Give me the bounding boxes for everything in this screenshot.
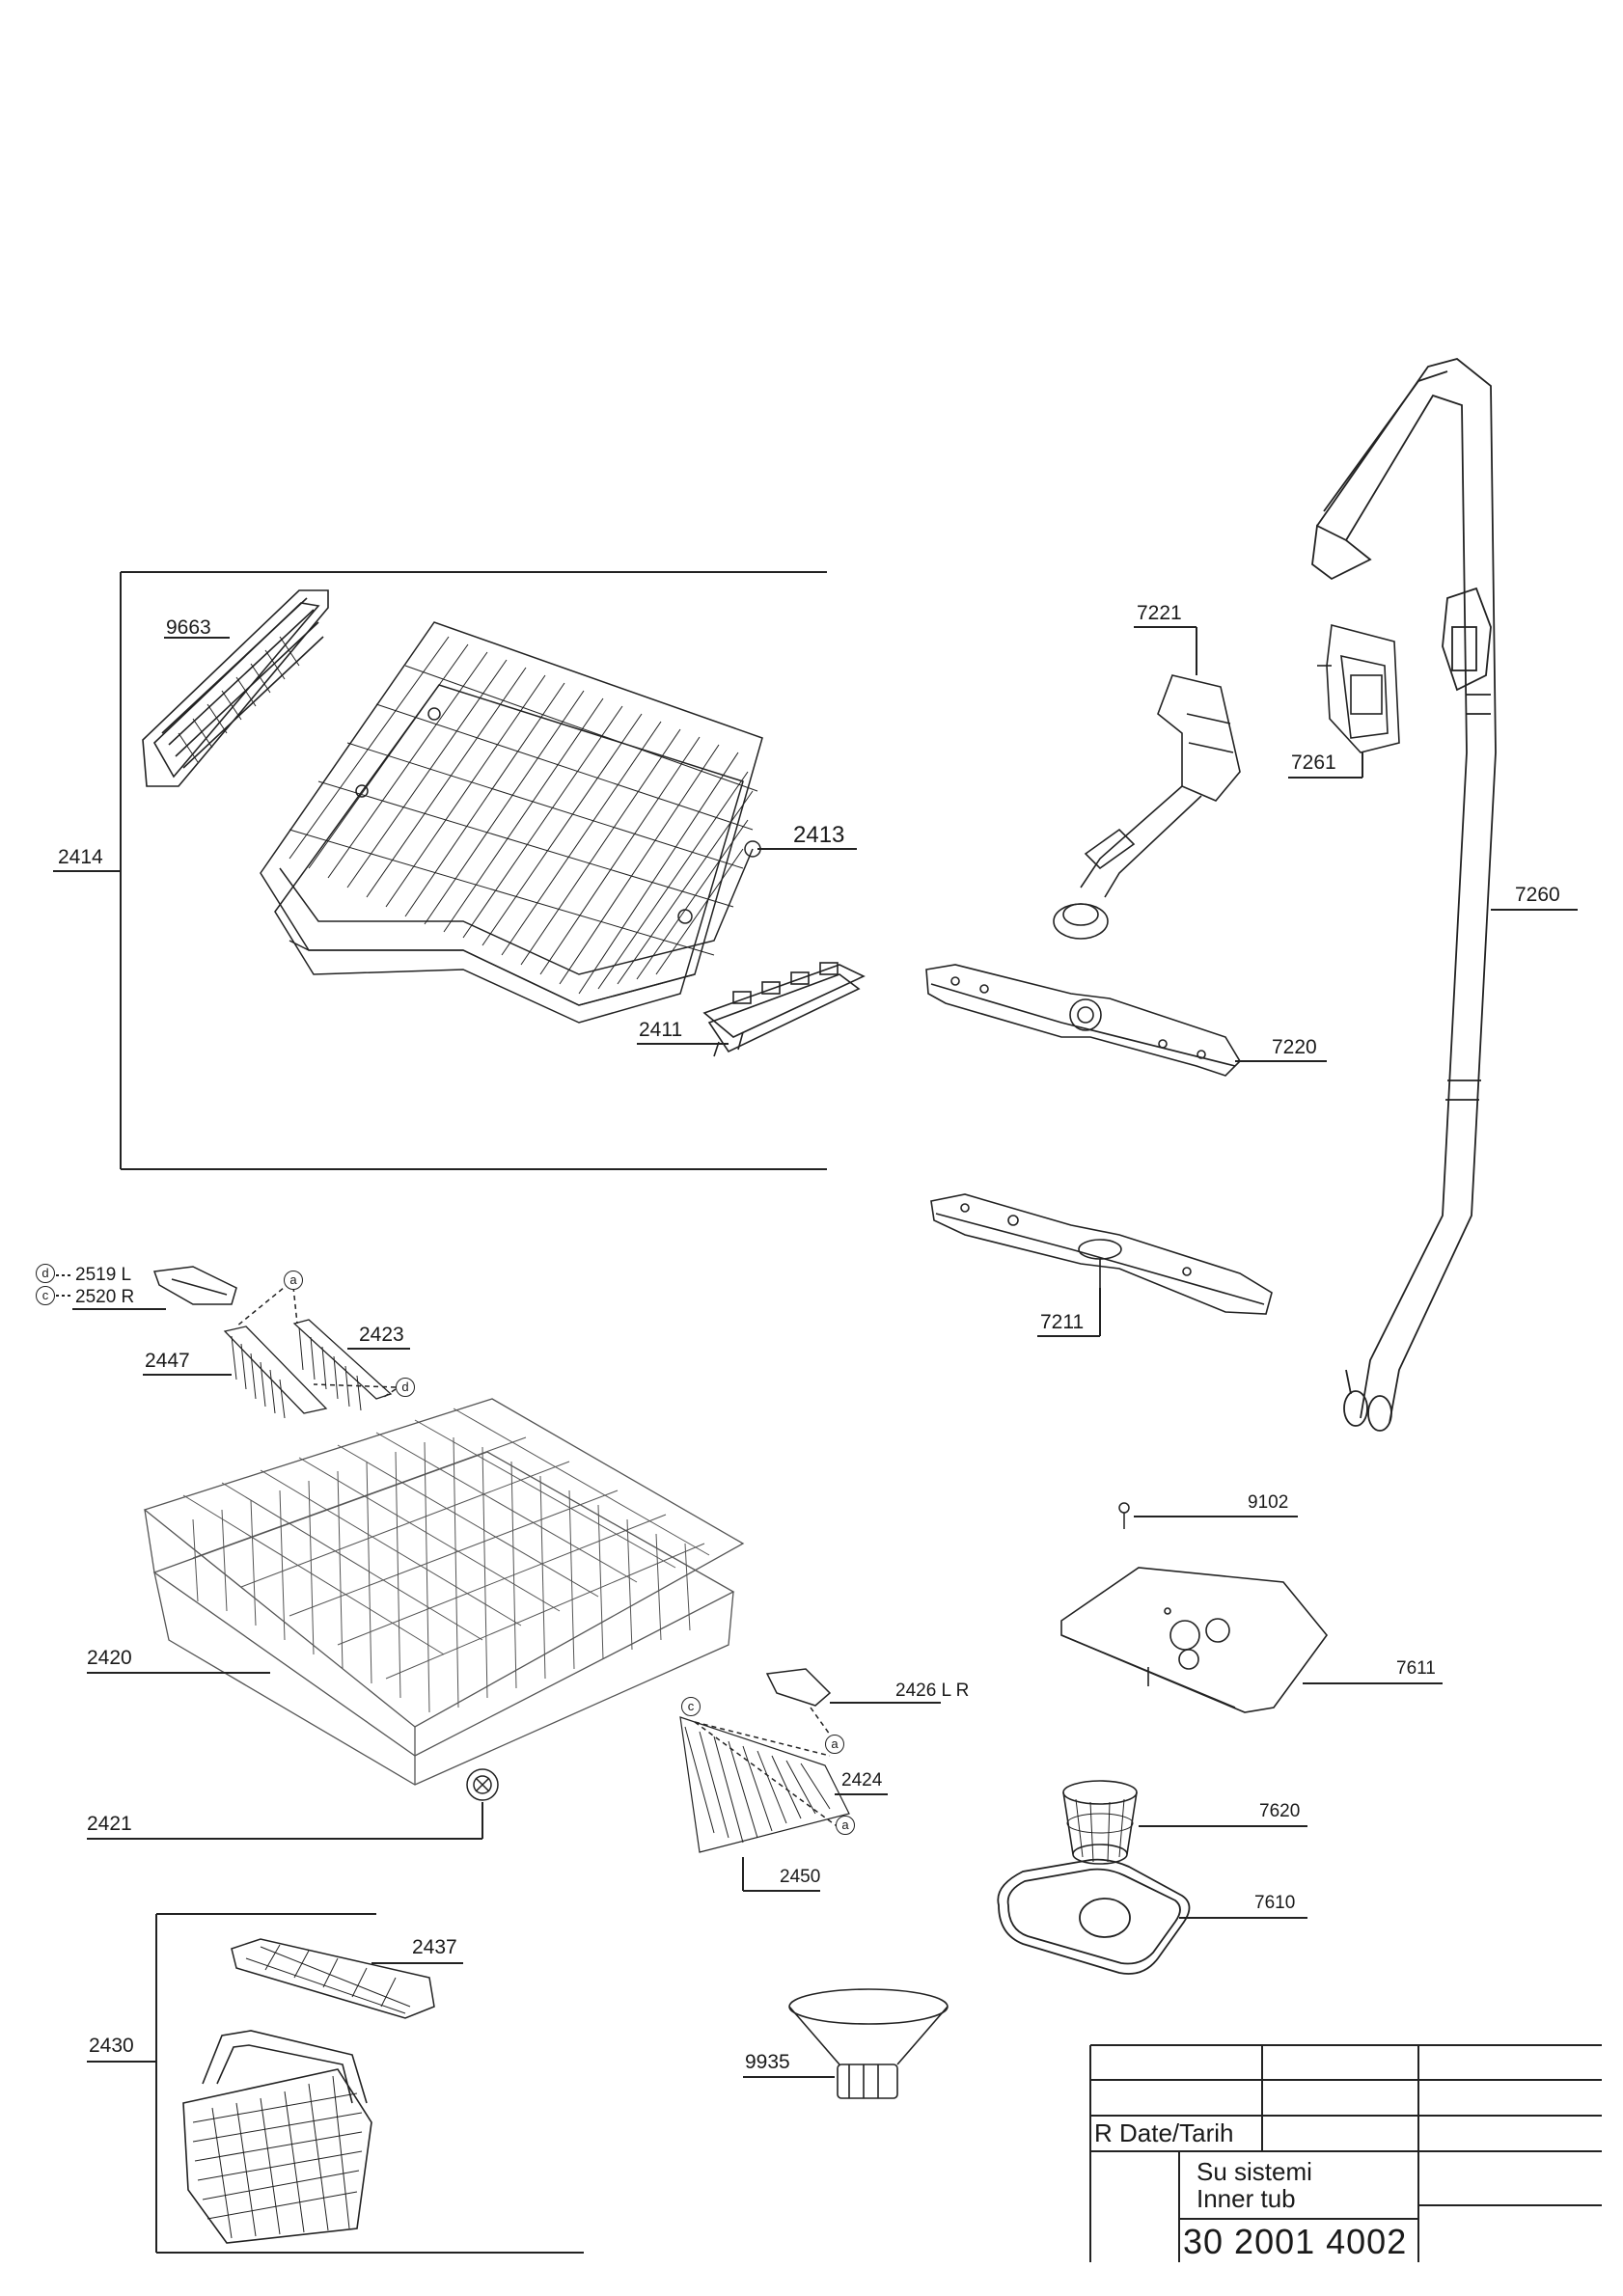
part-label-2519: 2519 L [75, 1265, 132, 1285]
part-label-2421: 2421 [87, 1813, 132, 1835]
part-label-7620: 7620 [1259, 1801, 1301, 1821]
title-block-title-en: Inner tub [1197, 2184, 1296, 2213]
part-label-2430: 2430 [89, 2035, 134, 2057]
upper-basket-part [260, 621, 763, 1024]
fold-down-rack-part [223, 1319, 393, 1419]
lower-basket-part [143, 1398, 745, 1786]
assembly-leader-lines [235, 1282, 397, 1400]
screw-part [1118, 1502, 1130, 1529]
part-label-2424: 2424 [841, 1770, 883, 1790]
salt-funnel-part [788, 1988, 949, 2099]
part-label-2426: 2426 L R [895, 1681, 970, 1701]
part-label-7220: 7220 [1272, 1036, 1317, 1058]
part-label-2411: 2411 [639, 1019, 683, 1041]
part-label-9935: 9935 [745, 2051, 790, 2073]
cutlery-shelf-part [142, 589, 329, 787]
filter-cover-part [1060, 1567, 1329, 1713]
filter-plate-part [997, 1858, 1191, 1975]
lower-spray-arm-part [930, 1193, 1273, 1315]
title-block-doc-number: 30 2001 4002 [1183, 2222, 1408, 2261]
part-label-7211: 7211 [1040, 1311, 1085, 1333]
part-label-7611: 7611 [1396, 1658, 1436, 1679]
marker-a-tines: a [836, 1816, 855, 1835]
marker-a-upper: a [284, 1271, 303, 1290]
part-label-2437: 2437 [412, 1936, 457, 1958]
part-label-2450: 2450 [780, 1867, 821, 1887]
part-label-2520: 2520 R [75, 1287, 135, 1307]
lower-tine-rack-part [679, 1716, 850, 1853]
lower-rack-clip-part [765, 1668, 832, 1707]
part-label-7260: 7260 [1515, 884, 1560, 906]
title-block-title-tr: Su sistemi [1197, 2157, 1312, 2186]
title-block-revision-date: R Date/Tarih [1094, 2118, 1234, 2147]
marker-d-divider: d [396, 1378, 415, 1397]
part-label-7610: 7610 [1254, 1893, 1296, 1913]
part-label-9663: 9663 [166, 616, 211, 639]
marker-c-tines: c [681, 1697, 701, 1716]
basket-wheel-part [466, 1768, 499, 1801]
rack-clip-part [152, 1266, 237, 1305]
part-label-7261: 7261 [1291, 752, 1336, 774]
marker-d: d [36, 1264, 55, 1283]
part-label-2414: 2414 [58, 846, 103, 868]
part-label-2420: 2420 [87, 1647, 132, 1669]
marker-a-clip: a [825, 1735, 844, 1754]
supply-pipe-part [1311, 358, 1497, 1432]
part-label-2447: 2447 [145, 1350, 190, 1372]
height-adjuster-part [702, 962, 866, 1057]
part-label-7221: 7221 [1137, 602, 1182, 624]
upper-basket-group-frame [53, 571, 827, 1170]
cutlery-lid-part [231, 1938, 435, 2019]
lower-leader-lines [694, 1707, 840, 1829]
spray-holder-part [1317, 623, 1400, 753]
upper-spray-arm-part [925, 964, 1242, 1077]
part-label-9102: 9102 [1248, 1492, 1289, 1513]
marker-c: c [36, 1286, 55, 1305]
title-block-grid [1089, 2044, 1602, 2262]
micro-filter-part [1062, 1780, 1138, 1865]
cutlery-basket-part [182, 2030, 372, 2244]
cutlery-basket-group-frame [87, 1913, 584, 2254]
part-label-2413: 2413 [793, 822, 845, 848]
spray-connector-part [1053, 674, 1241, 940]
part-label-2423: 2423 [359, 1324, 404, 1346]
